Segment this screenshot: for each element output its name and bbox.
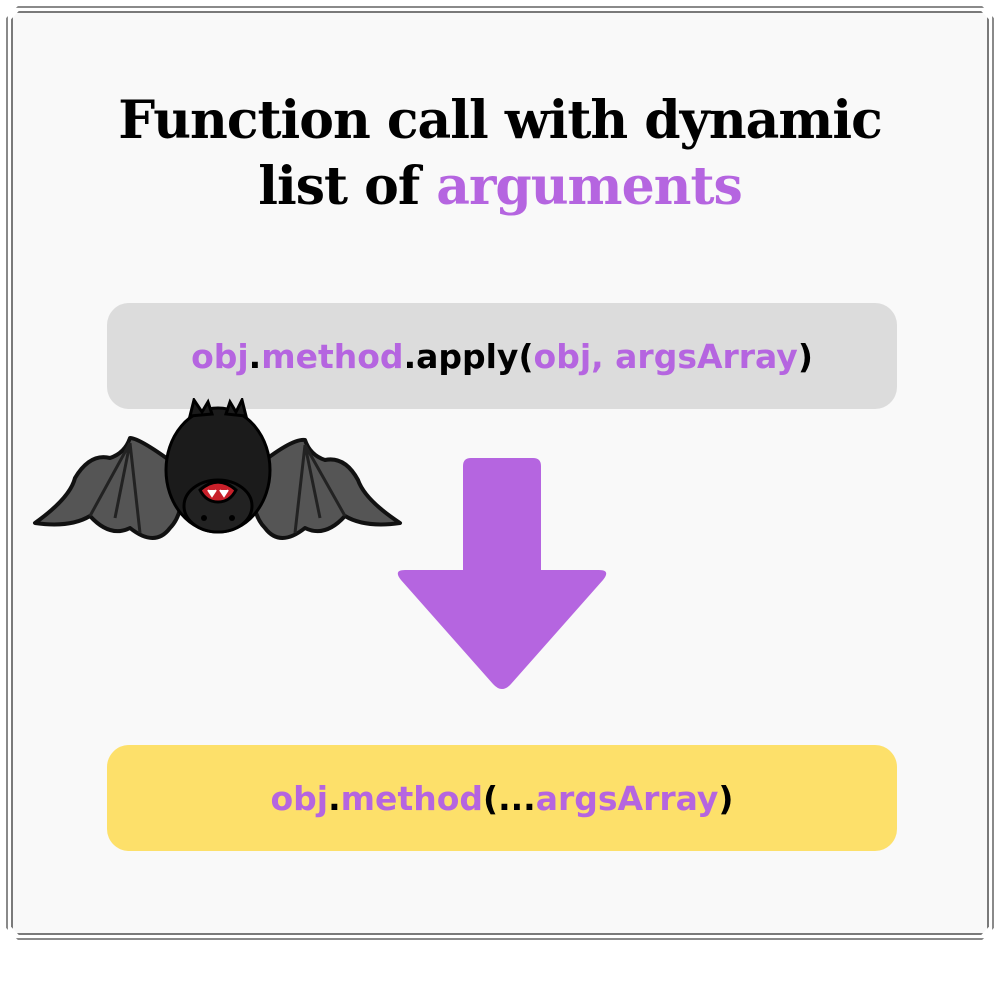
code-dot: . (248, 336, 262, 376)
code-open-paren: ( (518, 336, 534, 376)
title-line-2-prefix: list of (258, 156, 437, 217)
code-open-paren: ( (483, 778, 499, 818)
apply-code-box: obj.method.apply(obj, argsArray) (107, 303, 897, 409)
title-line-1: Function call with dynamic (118, 90, 883, 151)
code-obj: obj (191, 336, 249, 376)
code-spread-operator: ... (498, 778, 536, 818)
code-method: method (261, 336, 404, 376)
title-accent-word: arguments (436, 156, 742, 217)
outer-frame-border (6, 6, 994, 940)
arrow-down-icon (397, 458, 607, 689)
bat-icon (33, 398, 402, 540)
spread-code-box: obj.method(...argsArray) (107, 745, 897, 851)
code-dot: . (328, 778, 341, 818)
code-args: obj, argsArray (533, 336, 798, 376)
code-apply: .apply (403, 336, 519, 376)
title-line-2: list of arguments (0, 154, 1000, 220)
code-args: argsArray (535, 778, 719, 818)
page-title: Function call with dynamic list of argum… (0, 88, 1000, 220)
code-obj: obj (270, 778, 329, 818)
code-close-paren: ) (718, 778, 734, 818)
code-close-paren: ) (797, 336, 813, 376)
code-method: method (340, 778, 484, 818)
